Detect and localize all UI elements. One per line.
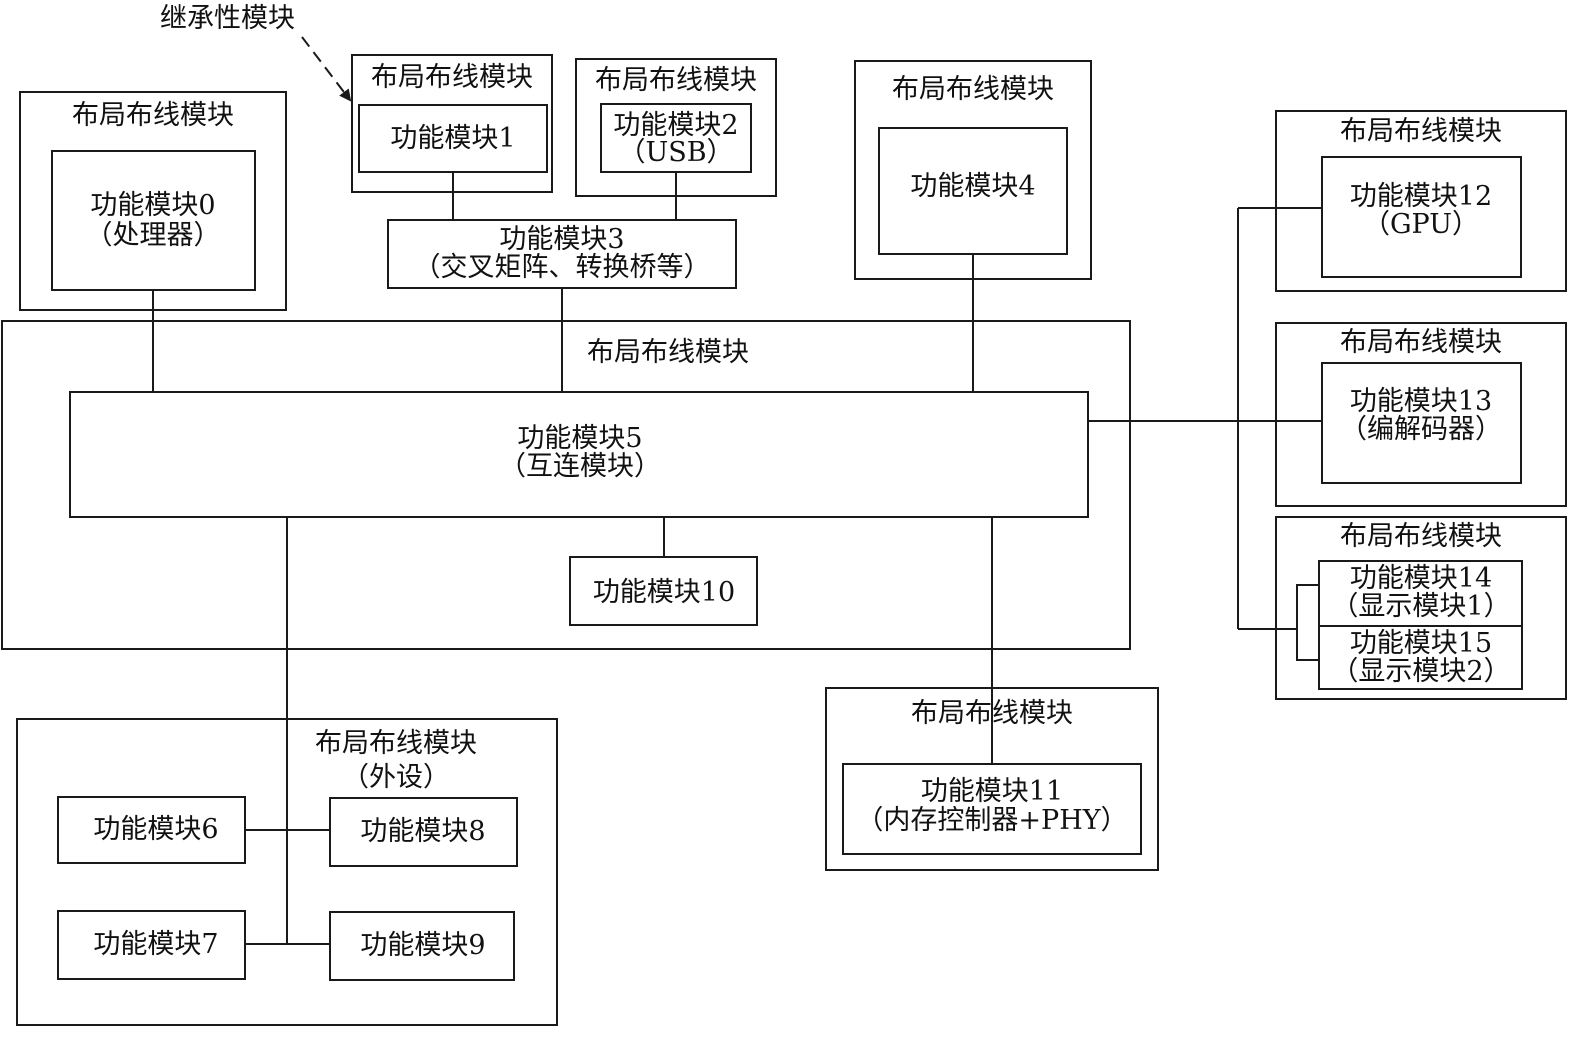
- inheritance-module-label: 继承性模块: [160, 3, 295, 34]
- function-module-9-label: 功能模块9: [360, 930, 485, 961]
- function-module-15-label: 功能模块15: [1350, 628, 1492, 659]
- layout-block-title: 布局布线模块: [315, 728, 477, 759]
- function-module-1-label: 功能模块1: [390, 123, 515, 154]
- layout-block-1: 布局布线模块 功能模块1: [351, 54, 553, 193]
- function-module-5-sub: （互连模块）: [499, 451, 661, 482]
- function-module-4-label: 功能模块4: [910, 171, 1035, 202]
- inheritance-dashed-arrow: [301, 36, 352, 102]
- function-module-9: [329, 911, 515, 981]
- function-module-3-sub: （交叉矩阵、转换桥等）: [414, 252, 711, 283]
- function-module-13-sub: （编解码器）: [1340, 414, 1502, 445]
- function-module-12-sub: （GPU）: [1363, 209, 1479, 240]
- function-module-8-label: 功能模块8: [360, 816, 485, 847]
- layout-block-title: 布局布线模块: [371, 62, 533, 93]
- function-module-6-label: 功能模块6: [93, 814, 218, 845]
- display-bracket: [1296, 584, 1319, 661]
- function-module-5-label: 功能模块5: [517, 423, 642, 454]
- layout-block-title: 布局布线模块: [587, 337, 749, 368]
- function-module-14-label: 功能模块14: [1350, 563, 1492, 594]
- function-module-3: 功能模块3 （交叉矩阵、转换桥等）: [387, 219, 737, 289]
- layout-block-title: 布局布线模块: [1340, 116, 1502, 147]
- function-module-11-label: 功能模块11: [921, 776, 1063, 807]
- function-module-5: [69, 391, 1089, 518]
- function-module-11-sub: （内存控制器+PHY）: [856, 805, 1127, 836]
- layout-block-2: 布局布线模块 功能模块2 （USB）: [575, 58, 777, 197]
- function-module-10-label: 功能模块10: [593, 577, 735, 608]
- function-module-0-label: 功能模块0: [90, 190, 215, 221]
- function-module-2-sub: （USB）: [618, 137, 733, 168]
- layout-block-5: 布局布线模块 功能模块5 （互连模块） 功能模块10: [1, 320, 1131, 650]
- layout-block-13: 布局布线模块 功能模块13 （编解码器）: [1275, 322, 1567, 507]
- layout-block-title: 布局布线模块: [1340, 327, 1502, 358]
- function-module-7-label: 功能模块7: [93, 929, 218, 960]
- function-module-13: [1321, 362, 1522, 484]
- layout-block-4: 布局布线模块 功能模块4: [854, 60, 1092, 280]
- function-module-12: [1321, 156, 1522, 278]
- layout-block-title: 布局布线模块: [72, 100, 234, 131]
- layout-block-11: 布局布线模块 功能模块11 （内存控制器+PHY）: [825, 687, 1159, 871]
- layout-block-title: 布局布线模块: [595, 65, 757, 96]
- function-module-2-label: 功能模块2: [613, 110, 738, 141]
- layout-block-title: 布局布线模块: [1340, 521, 1502, 552]
- function-module-15: [1318, 625, 1523, 690]
- function-module-8: [329, 797, 518, 867]
- layout-block-0: 布局布线模块 功能模块0 （处理器）: [19, 91, 287, 311]
- function-module-14-sub: （显示模块1）: [1331, 591, 1510, 622]
- function-module-0-sub: （处理器）: [86, 220, 221, 251]
- connection-lines: [152, 172, 1322, 945]
- layout-block-12: 布局布线模块 功能模块12 （GPU）: [1275, 110, 1567, 292]
- function-module-13-label: 功能模块13: [1350, 386, 1492, 417]
- function-module-12-label: 功能模块12: [1350, 181, 1492, 212]
- layout-block-14-15: 布局布线模块 功能模块14 （显示模块1） 功能模块15 （显示模块2）: [1275, 516, 1567, 700]
- function-module-15-sub: （显示模块2）: [1331, 656, 1510, 687]
- function-module-3-label: 功能模块3: [499, 224, 624, 255]
- layout-block-sub: （外设）: [342, 762, 450, 793]
- layout-block-title: 布局布线模块: [892, 74, 1054, 105]
